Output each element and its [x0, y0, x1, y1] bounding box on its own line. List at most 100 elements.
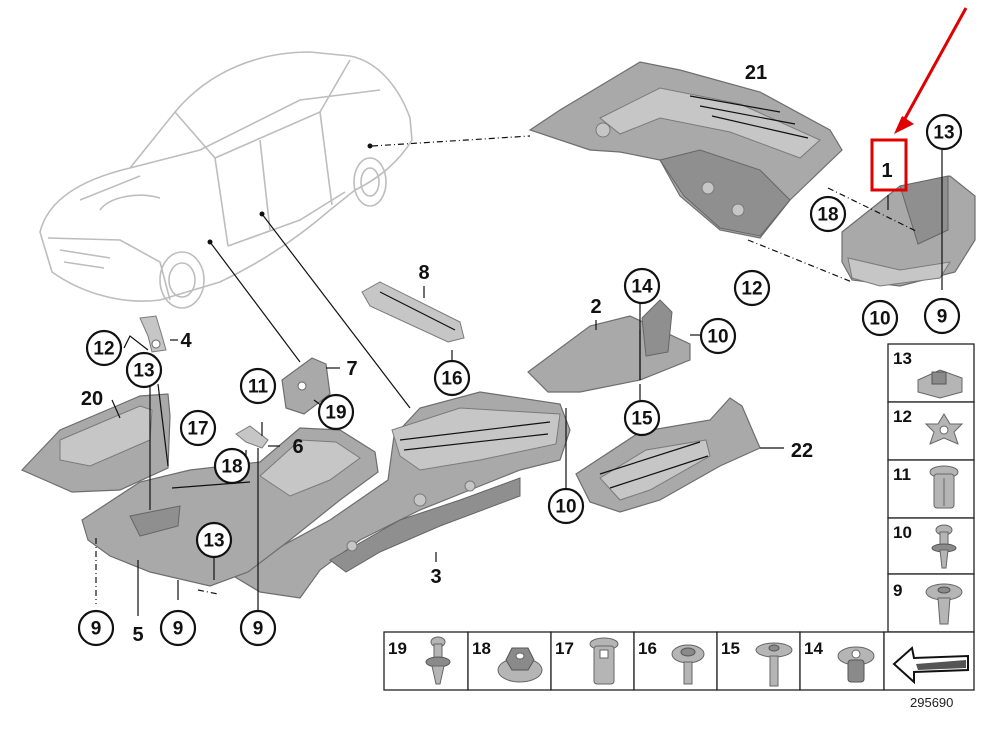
callout-label: 18 — [221, 457, 242, 478]
legend-label-14: 14 — [804, 639, 823, 658]
callout-label: 15 — [631, 409, 653, 430]
callout-label: 7 — [346, 358, 357, 380]
callout-label: 5 — [132, 624, 143, 646]
callout-label: 9 — [253, 619, 264, 640]
expansion-nut-17-icon — [589, 637, 619, 685]
fastener-legend-column: 13 12 11 10 9 — [887, 343, 975, 633]
callout-circle — [317, 393, 355, 431]
callout-label: 21 — [745, 62, 767, 84]
callout-19: 19 — [317, 393, 355, 431]
part-3-main-shield — [228, 391, 571, 599]
callout-8: 8 — [418, 262, 429, 284]
callout-15: 15 — [623, 399, 661, 437]
callout-circle — [213, 447, 251, 485]
callout-circle — [85, 329, 123, 367]
expansion-nut-11-icon — [929, 465, 959, 509]
callout-9: 9 — [159, 609, 197, 647]
callout-10: 10 — [547, 487, 585, 525]
callout-circle — [623, 267, 661, 305]
callout-18: 18 — [809, 195, 847, 233]
callout-circle — [77, 609, 115, 647]
callout-label: 11 — [248, 377, 269, 398]
callout-label: 6 — [292, 436, 303, 458]
callout-label: 9 — [91, 619, 102, 640]
callout-label: 16 — [441, 369, 462, 390]
callout-13: 13 — [195, 521, 233, 559]
callout-3: 3 — [430, 566, 441, 588]
part-21-rear-shield — [528, 61, 843, 239]
legend-label-9: 9 — [893, 581, 902, 600]
legend-label-12: 12 — [893, 407, 912, 426]
callout-label: 19 — [325, 403, 346, 424]
callout-label: 12 — [741, 279, 762, 300]
callout-label: 13 — [933, 123, 954, 144]
callout-13: 13 — [925, 113, 963, 151]
callout-12: 12 — [733, 269, 771, 307]
part-1-side-shield — [841, 175, 976, 287]
hex-nut-18-icon — [497, 647, 543, 683]
callout-7: 7 — [346, 358, 357, 380]
callout-label: 17 — [187, 419, 208, 440]
callout-label: 18 — [817, 205, 838, 226]
legend-label-19: 19 — [388, 639, 407, 658]
fastener-legend-row: 19 18 17 16 15 — [383, 631, 975, 691]
part-6-bracket — [235, 425, 269, 449]
callout-circle — [195, 521, 233, 559]
callout-circle — [125, 351, 163, 389]
callout-label: 10 — [707, 327, 728, 348]
highlight-annotation — [870, 7, 968, 192]
car-outline — [39, 51, 413, 309]
callout-circle — [433, 359, 471, 397]
callout-4: 4 — [180, 330, 192, 352]
part-5-front-shield — [81, 427, 379, 587]
star-nut-12-icon — [924, 413, 964, 445]
reference-number: 295690 — [910, 695, 953, 710]
part-22-shield — [575, 397, 761, 513]
legend-label-18: 18 — [472, 639, 491, 658]
push-rivet-9-icon — [925, 583, 963, 625]
callout-label: 4 — [180, 330, 192, 352]
callout-circle — [809, 195, 847, 233]
callout-5: 5 — [132, 624, 143, 646]
callout-circle — [733, 269, 771, 307]
direction-arrow-icon — [892, 646, 969, 685]
callout-label: 9 — [937, 307, 948, 328]
screw-16-icon — [671, 644, 705, 685]
callout-9: 9 — [923, 297, 961, 335]
callout-17: 17 — [179, 409, 217, 447]
legend-label-15: 15 — [721, 639, 740, 658]
screw-15-icon — [755, 642, 793, 687]
callout-circle — [239, 367, 277, 405]
callout-11: 11 — [239, 367, 277, 405]
callout-circle — [925, 113, 963, 151]
callout-10: 10 — [699, 317, 737, 355]
legend-label-10: 10 — [893, 523, 912, 542]
clip-19-icon — [425, 636, 451, 685]
callout-label: 14 — [631, 277, 653, 298]
legend-label-11: 11 — [893, 465, 911, 484]
callout-10: 10 — [861, 299, 899, 337]
callout-label: 10 — [869, 309, 890, 330]
callout-label: 13 — [203, 531, 224, 552]
callout-6: 6 — [292, 436, 303, 458]
highlight-box — [870, 138, 908, 192]
callout-label: 2 — [590, 296, 601, 318]
callout-9: 9 — [239, 609, 277, 647]
callout-2: 2 — [590, 296, 601, 318]
callout-label: 3 — [430, 566, 441, 588]
callout-circle — [179, 409, 217, 447]
callout-13: 13 — [125, 351, 163, 389]
callout-label: 13 — [133, 361, 154, 382]
callout-circle — [239, 609, 277, 647]
callout-22: 22 — [791, 440, 813, 462]
callout-label: 1 — [881, 160, 892, 182]
callout-label: 9 — [173, 619, 184, 640]
clip-nut-14-icon — [837, 646, 875, 683]
callout-circle — [547, 487, 585, 525]
part-4-bracket — [139, 315, 167, 353]
callout-18: 18 — [213, 447, 251, 485]
callout-label: 12 — [93, 339, 114, 360]
callout-label: 8 — [418, 262, 429, 284]
